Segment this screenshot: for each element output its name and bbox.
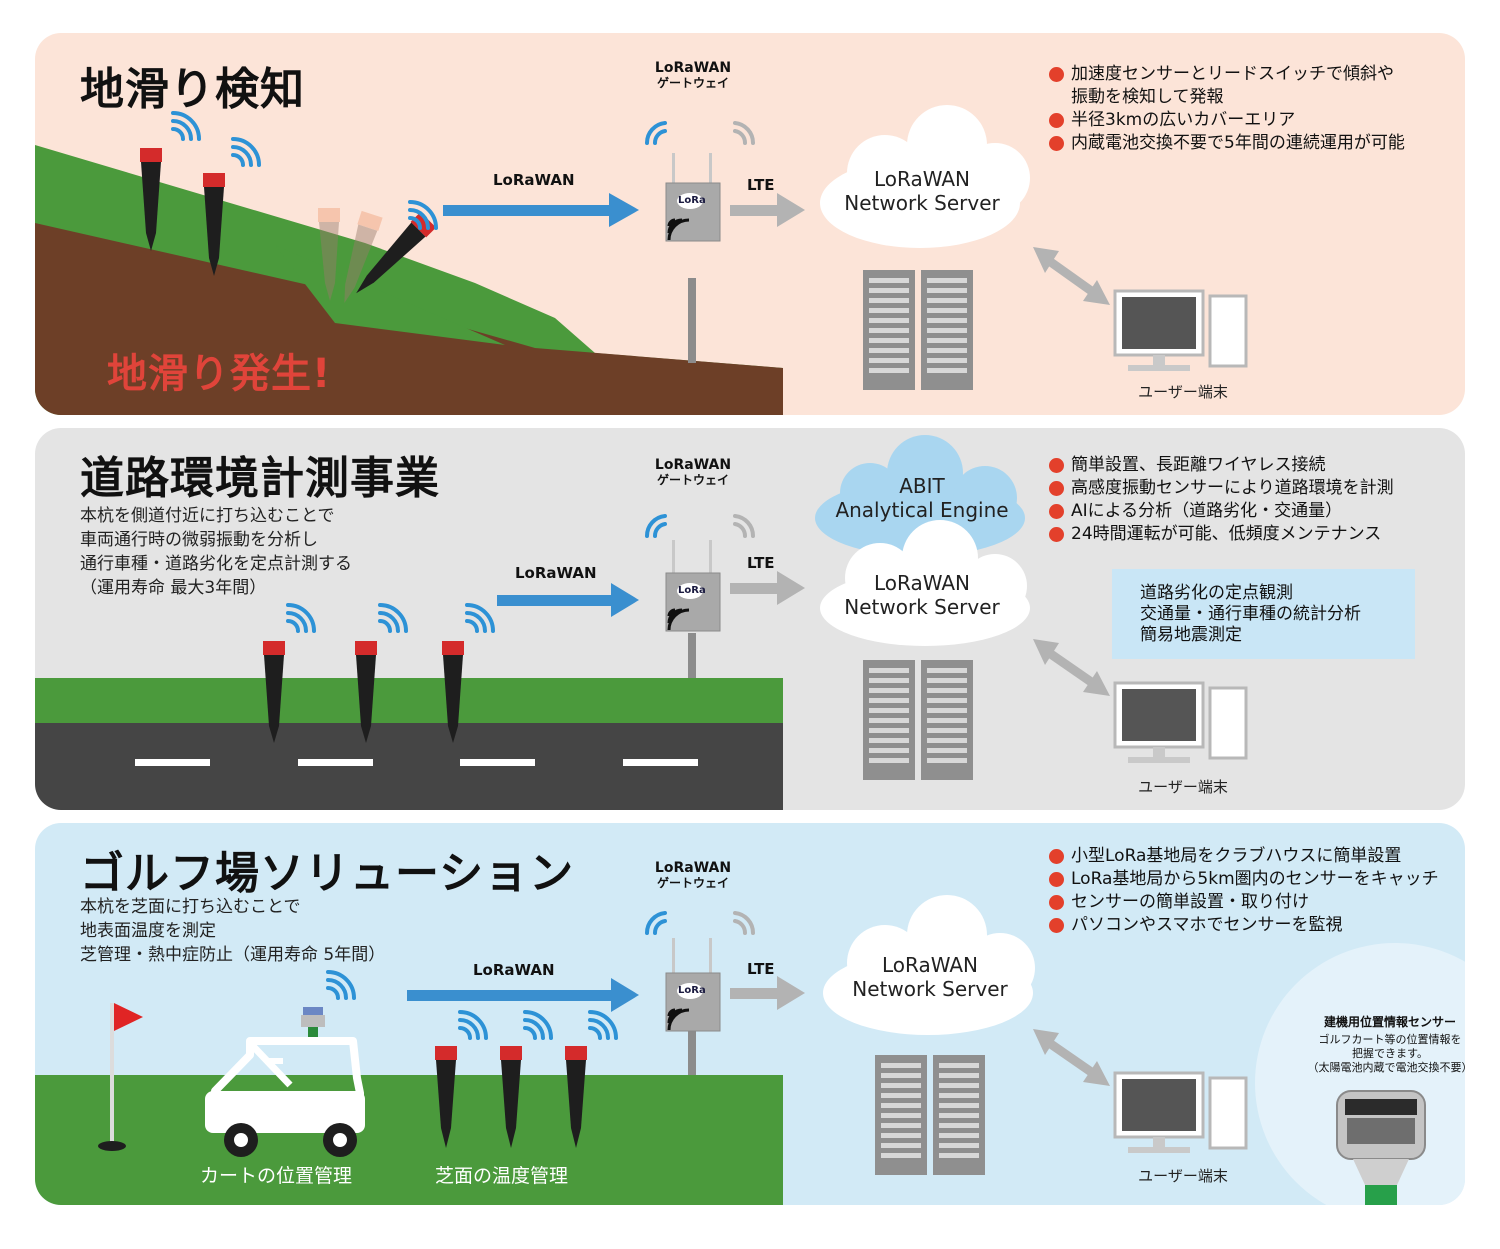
feature-list: 加速度センサーとリードスイッチで傾斜や 振動を検知して発報 半径3kmの広いカバ… — [1047, 63, 1405, 155]
bidirectional-arrow — [1033, 1029, 1110, 1086]
road-scene — [35, 435, 1248, 810]
panel-description: 本杭を側道付近に打ち込むことで車両通行時の微弱振動を分析し通行車種・道路劣化を定… — [80, 506, 352, 598]
user-terminal-label: ユーザー端末 — [1138, 383, 1228, 401]
bullet-dot — [1049, 918, 1064, 933]
computer-icon — [1113, 1071, 1248, 1153]
gateway-device — [665, 153, 721, 363]
bullet-dot — [1049, 895, 1064, 910]
wifi-icons — [171, 111, 438, 230]
bullet-dot — [1049, 67, 1064, 82]
road-lane-markings — [135, 759, 698, 766]
gateway-wifi-icons — [644, 911, 756, 935]
lte-arrow — [730, 571, 805, 605]
falling-stake-ghost-1 — [318, 208, 340, 301]
sensor-stake-2 — [355, 641, 377, 743]
panel-description: 本杭を芝面に打ち込むことで地表面温度を測定芝管理・熱中症防止（運用寿命 5年間） — [80, 897, 386, 965]
landslide-event-label: 地滑り発生! — [107, 351, 332, 397]
lora-badge: LoRa — [678, 585, 706, 596]
landslide-scene — [35, 105, 1248, 415]
server-rack — [863, 270, 973, 390]
bullet-dot — [1049, 872, 1064, 887]
panel-title: ゴルフ場ソリューション — [80, 848, 575, 899]
lorawan-arrow — [443, 193, 639, 227]
lte-link-label: LTE — [747, 176, 775, 194]
server-rack — [863, 660, 973, 780]
bidirectional-arrow — [1033, 247, 1110, 305]
network-server-cloud — [823, 895, 1035, 1035]
lte-arrow — [730, 976, 805, 1010]
golf-scene — [35, 895, 1465, 1205]
golf-panel: ゴルフ場ソリューション 本杭を芝面に打ち込むことで地表面温度を測定芝管理・熱中症… — [35, 823, 1465, 1205]
lorawan-arrow — [407, 978, 639, 1012]
lorawan-link-label: LoRaWAN — [473, 961, 555, 979]
road-panel: 道路環境計測事業 本杭を側道付近に打ち込むことで車両通行時の微弱振動を分析し通行… — [35, 428, 1465, 810]
golf-turf — [35, 1075, 783, 1205]
bullet-dot — [1049, 136, 1064, 151]
feature-list: 簡単設置、長距離ワイヤレス接続 高感度振動センサーにより道路環境を計測 AIによ… — [1047, 454, 1394, 546]
lte-link-label: LTE — [747, 554, 775, 572]
bullet-dot — [1049, 527, 1064, 542]
bullet-dot — [1049, 849, 1064, 864]
feature-list: 小型LoRa基地局をクラブハウスに簡単設置 LoRa基地局から5km圏内のセンサ… — [1047, 845, 1439, 937]
roadside-grass — [35, 678, 783, 723]
panel-title: 地滑り検知 — [80, 64, 305, 115]
gps-sensor-description: 建機用位置情報センサー ゴルフカート等の位置情報を把握できます。（太陽電池内蔵で… — [1307, 1015, 1466, 1074]
wifi-icons — [286, 603, 495, 633]
bidirectional-arrow — [1033, 639, 1110, 696]
panel-title: 道路環境計測事業 — [80, 453, 440, 504]
sensor-stake-2 — [500, 1046, 522, 1148]
sensor-stake-1 — [140, 148, 162, 251]
bullet-dot — [1049, 481, 1064, 496]
landslide-wedge — [275, 245, 505, 345]
turf-temperature-label: 芝面の温度管理 — [435, 1165, 569, 1187]
computer-icon — [1113, 289, 1248, 371]
bullet-dot — [1049, 504, 1064, 519]
wifi-icons — [326, 970, 618, 1040]
gateway-device — [665, 540, 721, 678]
lte-arrow — [730, 193, 805, 227]
sensor-stake-3 — [442, 641, 464, 743]
user-terminal-label: ユーザー端末 — [1138, 1167, 1228, 1185]
use-case-box: 道路劣化の定点観測交通量・通行車種の統計分析簡易地震測定 — [1112, 569, 1415, 659]
bullet-dot — [1049, 458, 1064, 473]
golf-cart-icon — [205, 1007, 365, 1157]
gateway-device — [665, 938, 721, 1075]
analytical-engine-cloud — [815, 435, 1025, 556]
computer-icon — [1113, 681, 1248, 763]
bullet-dot — [1049, 113, 1064, 128]
server-rack — [875, 1055, 985, 1175]
falling-stake-ghost-2 — [344, 210, 383, 304]
sensor-stake-3 — [565, 1046, 587, 1148]
user-terminal-label: ユーザー端末 — [1138, 778, 1228, 796]
lorawan-link-label: LoRaWAN — [493, 171, 575, 189]
network-server-cloud — [820, 105, 1030, 248]
road-surface — [35, 723, 783, 810]
lorawan-arrow — [497, 583, 639, 617]
sensor-stake-1 — [263, 641, 285, 743]
network-server-cloud — [820, 520, 1030, 646]
gateway-wifi-icons — [644, 514, 756, 538]
lora-badge: LoRa — [678, 985, 706, 996]
lorawan-link-label: LoRaWAN — [515, 564, 597, 582]
lora-badge: LoRa — [678, 195, 706, 206]
golf-flag-icon — [98, 1003, 143, 1151]
cart-management-label: カートの位置管理 — [200, 1165, 353, 1187]
gateway-wifi-icons — [644, 121, 756, 145]
gps-sensor-device-icon — [1336, 1090, 1426, 1205]
sensor-stake-1 — [435, 1046, 457, 1148]
sensor-stake-2 — [203, 173, 225, 276]
lte-link-label: LTE — [747, 960, 775, 978]
